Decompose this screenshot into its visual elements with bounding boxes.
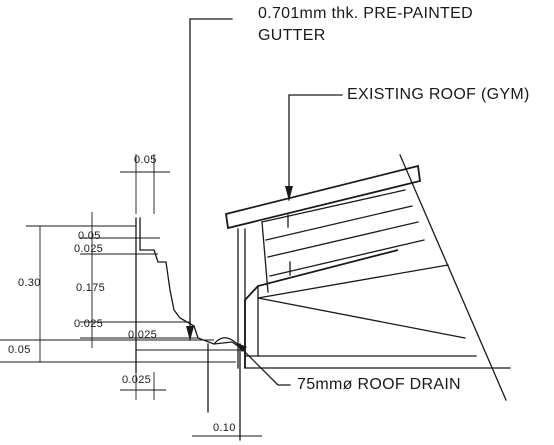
gutter-profile <box>130 217 241 441</box>
gutter-leader <box>186 18 233 341</box>
dim-bottom-width: 0.025 <box>122 374 152 386</box>
gutter-note-line1: 0.701mm thk. PRE-PAINTED <box>258 5 473 22</box>
existing-roof-note: EXISTING ROOF (GYM) <box>347 86 530 103</box>
gutter-note-line2: GUTTER <box>258 27 326 44</box>
roof-drain-leader <box>235 342 291 386</box>
dim-drain-width: 0.10 <box>213 422 236 434</box>
dim-d4: 0.025 <box>74 318 104 330</box>
dim-d5: 0.025 <box>128 329 158 341</box>
dim-top-width: 0.05 <box>134 154 157 166</box>
roof-drain-note: 75mmø ROOF DRAIN <box>297 376 461 393</box>
dim-d1: 0.05 <box>78 230 101 242</box>
dim-total-height: 0.30 <box>18 277 41 289</box>
dim-d3: 0.175 <box>76 282 106 294</box>
dim-d2: 0.025 <box>74 243 104 255</box>
dimension-lines <box>0 154 262 437</box>
existing-roof-leader <box>285 94 343 201</box>
dim-bottom-left: 0.05 <box>8 344 31 356</box>
existing-roof <box>224 154 511 401</box>
